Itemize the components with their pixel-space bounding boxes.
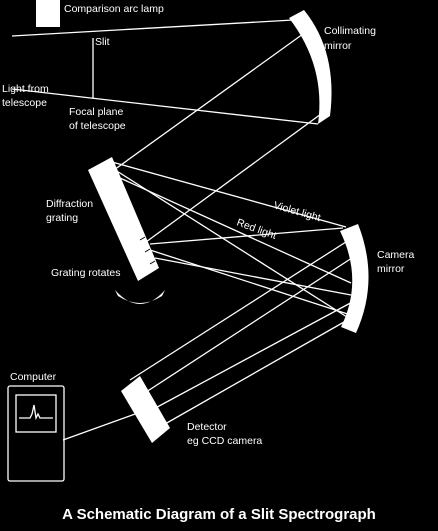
label-light-1: Light from <box>2 83 49 95</box>
label-lamp: Comparison arc lamp <box>64 3 164 15</box>
dispersed-rays <box>111 161 361 325</box>
label-focal-2: of telescope <box>69 120 126 132</box>
detector-cable <box>62 408 150 441</box>
label-grating-1: Diffraction <box>46 198 93 210</box>
detector-ccd <box>121 376 170 443</box>
label-detector-1: Detector <box>187 421 227 433</box>
grating-rotation-arc <box>115 290 165 304</box>
label-red: Red light <box>235 217 278 242</box>
computer <box>7 385 65 482</box>
label-rotates: Grating rotates <box>51 267 120 279</box>
spectrum-trace <box>19 404 53 421</box>
label-computer: Computer <box>10 371 57 383</box>
label-collimating-2: mirror <box>324 40 352 52</box>
label-grating-2: grating <box>46 212 78 224</box>
comparison-lamp <box>36 0 60 27</box>
diagram-caption: A Schematic Diagram of a Slit Spectrogra… <box>62 506 376 523</box>
label-light-2: telescope <box>2 97 47 109</box>
focused-rays <box>129 239 357 429</box>
incoming-rays <box>11 19 319 125</box>
collimating-mirror <box>289 10 332 124</box>
collimated-rays <box>106 33 322 243</box>
grating-teeth <box>139 236 156 265</box>
label-focal-1: Focal plane <box>69 106 123 118</box>
label-slit: Slit <box>95 36 110 48</box>
camera-mirror <box>340 224 369 333</box>
label-collimating-1: Collimating <box>324 25 376 37</box>
label-camera-2: mirror <box>377 263 405 275</box>
label-violet: Violet light <box>272 199 322 224</box>
diffraction-grating <box>88 157 159 281</box>
label-detector-2: eg CCD camera <box>187 435 262 447</box>
label-camera-1: Camera <box>377 249 415 261</box>
